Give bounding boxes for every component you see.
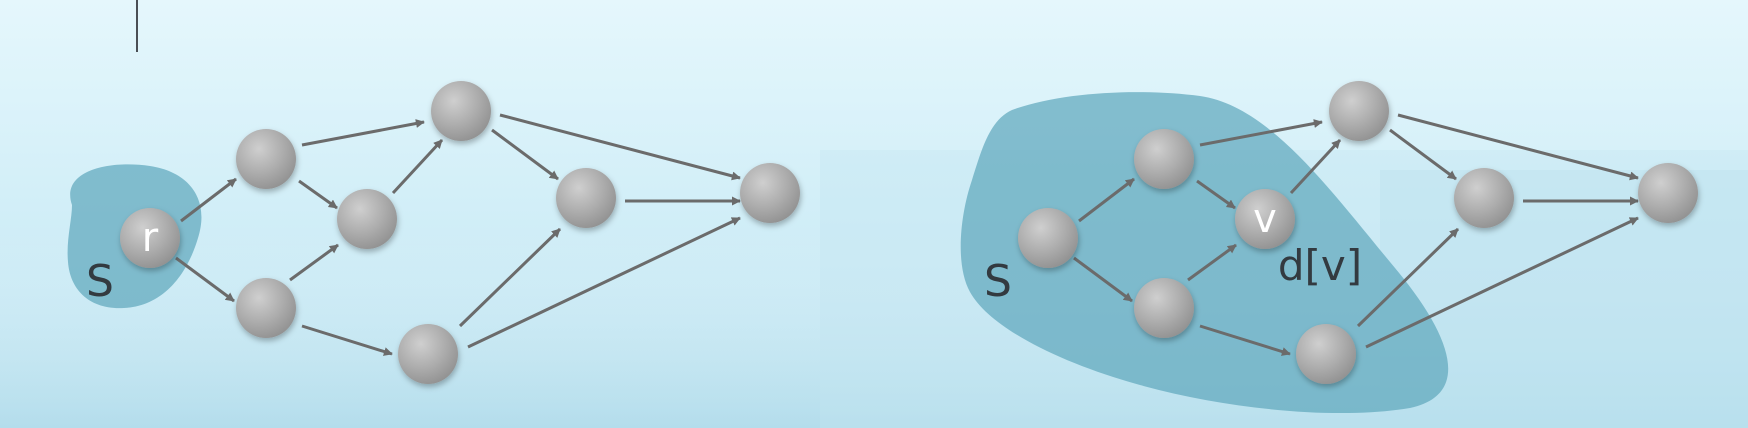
source-node-label: r — [142, 215, 159, 261]
edge — [1389, 128, 1457, 181]
edge — [180, 177, 237, 223]
graph-node — [236, 129, 296, 189]
edge — [1397, 113, 1639, 181]
edge — [1365, 216, 1639, 349]
left-graph: r S — [67, 81, 800, 384]
graph-node — [236, 278, 296, 338]
edge — [491, 128, 559, 181]
graph-node — [431, 81, 491, 141]
graph-node — [1638, 163, 1698, 223]
left-edges — [175, 113, 741, 356]
edge — [301, 119, 425, 147]
edge — [289, 243, 339, 282]
edge — [1289, 138, 1342, 195]
graph-node — [1018, 208, 1078, 268]
right-graph: v d[v] S — [960, 81, 1698, 414]
edge — [1073, 256, 1133, 303]
graph-node — [1329, 81, 1389, 141]
graph-node — [1235, 189, 1295, 249]
graph-node — [556, 168, 616, 228]
edge — [1187, 243, 1237, 282]
edge — [1196, 179, 1236, 210]
graph-node — [1134, 278, 1194, 338]
left-set-label: S — [86, 256, 114, 307]
right-nodes — [1018, 81, 1698, 384]
edge — [175, 256, 235, 303]
left-nodes — [120, 81, 800, 384]
edge — [391, 138, 444, 195]
edge — [1199, 324, 1291, 356]
graph-node — [1296, 324, 1356, 384]
vertex-v-label: v — [1253, 196, 1277, 242]
distance-label: d[v] — [1278, 241, 1362, 290]
graph-node — [120, 208, 180, 268]
edge — [1199, 119, 1323, 147]
graph-node — [740, 163, 800, 223]
edge — [458, 227, 562, 328]
graph-node — [398, 324, 458, 384]
edge — [301, 324, 393, 356]
right-set-label: S — [984, 256, 1012, 307]
graph-node — [1454, 168, 1514, 228]
edge — [1356, 227, 1460, 328]
edge — [467, 216, 741, 349]
edge — [499, 113, 741, 181]
graph-node — [1134, 129, 1194, 189]
right-edges — [1073, 113, 1639, 356]
edge — [1078, 177, 1135, 223]
graph-node — [337, 189, 397, 249]
edge — [298, 179, 338, 210]
